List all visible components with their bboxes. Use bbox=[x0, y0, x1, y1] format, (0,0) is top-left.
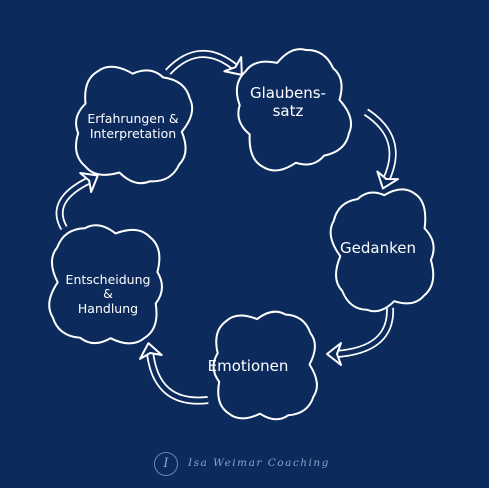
label-entscheidung-handlung: Entscheidung & Handlung bbox=[38, 272, 178, 316]
arrow-erfahrungen-to-glaubenssatz-head bbox=[223, 56, 243, 76]
label-glaubenssatz-line-2: satz bbox=[272, 102, 304, 120]
brand-logo-icon: I bbox=[154, 452, 178, 476]
cloud-gedanken bbox=[329, 188, 435, 313]
arrow-entscheidung-to-erfahrungen-inner bbox=[57, 177, 91, 230]
label-erfahrungen-line-2: Interpretation bbox=[89, 126, 177, 141]
label-erfahrungen-line-1: Erfahrungen & bbox=[87, 111, 179, 126]
label-erfahrungen-interpretation: Erfahrungen & Interpretation bbox=[68, 111, 198, 141]
arrow-glaubenssatz-to-gedanken-head bbox=[376, 170, 400, 190]
brand-name: Isa Weimar Coaching bbox=[188, 457, 330, 469]
label-entscheidung-line-1: Entscheidung bbox=[65, 272, 151, 287]
cloud-erfahrungen bbox=[75, 65, 194, 185]
arrow-emotionen-to-entscheidung-inner bbox=[147, 351, 209, 403]
label-emotionen-text: Emotionen bbox=[207, 357, 289, 375]
arrow-glaubenssatz-to-gedanken bbox=[363, 108, 400, 190]
arrow-glaubenssatz-to-gedanken-inner bbox=[364, 110, 395, 181]
arrow-gedanken-to-emotionen bbox=[326, 307, 395, 366]
label-gedanken-text: Gedanken bbox=[340, 239, 416, 257]
arrow-gedanken-to-emotionen-head bbox=[326, 342, 342, 366]
label-emotionen: Emotionen bbox=[188, 357, 308, 375]
arrow-entscheidung-to-erfahrungen-head bbox=[79, 171, 99, 194]
label-glaubenssatz: Glaubens- satz bbox=[228, 84, 348, 120]
footer-brand: I Isa Weimar Coaching bbox=[150, 450, 350, 480]
cloud-glaubenssatz bbox=[235, 48, 352, 172]
label-entscheidung-line-2: & bbox=[103, 286, 113, 302]
arrow-entscheidung-to-erfahrungen bbox=[55, 171, 99, 230]
arrow-emotionen-to-entscheidung-head bbox=[139, 342, 163, 360]
arrow-emotionen-to-entscheidung bbox=[139, 342, 209, 405]
label-gedanken: Gedanken bbox=[318, 239, 438, 257]
arrow-erfahrungen-to-glaubenssatz bbox=[165, 50, 243, 76]
label-entscheidung-line-3: Handlung bbox=[77, 300, 139, 316]
label-glaubenssatz-line-1: Glaubens- bbox=[250, 84, 326, 102]
arrow-erfahrungen-to-glaubenssatz-inner bbox=[166, 51, 238, 74]
cloud-emotionen bbox=[212, 310, 318, 421]
arrow-gedanken-to-emotionen-inner bbox=[335, 307, 393, 357]
cloud-entscheidung bbox=[48, 224, 163, 345]
